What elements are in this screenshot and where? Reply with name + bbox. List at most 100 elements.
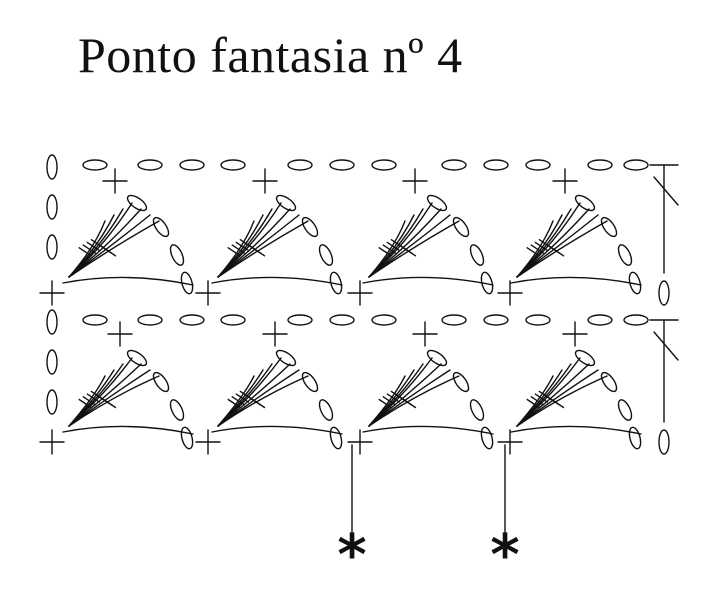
single-crochet-stitch	[402, 168, 428, 194]
single-crochet-stitch	[252, 168, 278, 194]
chain-stitch	[179, 159, 205, 171]
double-crochet-stitch	[68, 375, 160, 427]
chain-stitch	[46, 349, 58, 375]
fan-base-arc	[510, 425, 642, 435]
chain-stitch	[82, 159, 108, 171]
double-crochet-stitch	[217, 220, 309, 278]
fan-base-arc	[211, 425, 343, 435]
double-crochet-stitch	[516, 375, 608, 427]
double-crochet-stitch	[217, 220, 255, 278]
fan-base-arc	[362, 425, 494, 435]
chain-stitch	[658, 429, 670, 455]
chain-stitch	[426, 349, 448, 367]
stitch-crossbar	[102, 398, 117, 409]
chain-stitch	[452, 371, 470, 393]
stitch-crossbar	[251, 398, 266, 409]
chain-stitch	[480, 271, 494, 295]
chain-stitch	[137, 314, 163, 326]
chain-stitch	[126, 349, 148, 367]
chain-stitch	[301, 216, 319, 238]
chain-stitch	[180, 426, 194, 450]
chain-stitch	[525, 314, 551, 326]
single-crochet-stitch	[195, 280, 221, 306]
chain-stitch	[46, 389, 58, 415]
chain-stitch	[169, 399, 185, 421]
double-crochet-stitch	[217, 363, 291, 427]
chain-stitch	[628, 271, 642, 295]
chain-stitch	[587, 159, 613, 171]
double-crochet-stitch	[368, 220, 460, 278]
chain-stitch	[600, 371, 618, 393]
double-crochet-stitch	[368, 363, 442, 427]
chain-stitch	[452, 216, 470, 238]
chain-stitch	[275, 349, 297, 367]
chain-stitch	[152, 216, 170, 238]
single-crochet-stitch	[107, 321, 133, 347]
chain-stitch	[152, 371, 170, 393]
chain-stitch	[371, 159, 397, 171]
chain-stitch	[329, 426, 343, 450]
fan-base-arc	[62, 276, 194, 286]
chain-stitch	[179, 314, 205, 326]
chain-stitch	[329, 159, 355, 171]
single-crochet-stitch	[39, 429, 65, 455]
repeat-marker-left: *	[337, 523, 366, 588]
fan-base-arc	[362, 276, 494, 286]
double-crochet-stitch	[368, 375, 460, 427]
chain-stitch	[469, 244, 485, 266]
chain-stitch	[525, 159, 551, 171]
chain-stitch	[483, 314, 509, 326]
double-crochet-stitch	[368, 220, 406, 278]
chain-stitch	[587, 314, 613, 326]
stitch-crossbar	[235, 393, 250, 403]
chain-stitch	[180, 271, 194, 295]
fan-base-arc	[211, 276, 343, 286]
single-crochet-stitch	[552, 168, 578, 194]
chain-stitch	[287, 159, 313, 171]
chain-stitch	[46, 194, 58, 220]
chain-stitch	[469, 399, 485, 421]
fan-base-arc	[510, 276, 642, 286]
stitch-crossbar	[402, 247, 417, 257]
double-crochet-stitch	[68, 220, 160, 278]
chain-stitch	[426, 194, 448, 212]
double-crochet-stitch	[217, 375, 309, 427]
chain-stitch	[617, 399, 633, 421]
chain-stitch	[220, 314, 246, 326]
single-crochet-stitch	[102, 168, 128, 194]
chain-stitch	[574, 194, 596, 212]
chain-stitch	[126, 194, 148, 212]
chain-stitch	[220, 159, 246, 171]
stitch-crossbar	[102, 247, 117, 257]
chain-stitch	[371, 314, 397, 326]
double-crochet-stitch	[68, 220, 106, 278]
single-crochet-stitch	[39, 280, 65, 306]
turning-crossbar	[653, 176, 679, 206]
chain-stitch	[600, 216, 618, 238]
chain-stitch	[441, 314, 467, 326]
single-crochet-stitch	[262, 321, 288, 347]
fan-base-arc	[62, 425, 194, 435]
chain-stitch	[623, 159, 649, 171]
stitch-crossbar	[86, 393, 101, 403]
chain-stitch	[301, 371, 319, 393]
chain-stitch	[623, 314, 649, 326]
chain-stitch	[46, 309, 58, 335]
single-crochet-stitch	[195, 429, 221, 455]
chain-stitch	[318, 244, 334, 266]
chain-stitch	[275, 194, 297, 212]
chain-stitch	[287, 314, 313, 326]
chain-stitch	[617, 244, 633, 266]
chain-stitch	[480, 426, 494, 450]
chain-stitch	[46, 154, 58, 180]
double-crochet-stitch	[516, 363, 590, 427]
turning-crossbar	[653, 331, 679, 361]
stitch-crossbar	[534, 393, 548, 403]
stitch-crossbar	[251, 247, 266, 257]
chart-title: Ponto fantasia nº 4	[78, 27, 463, 83]
stitch-crossbar	[402, 398, 417, 409]
chain-stitch	[137, 159, 163, 171]
stitch-crossbar	[550, 398, 565, 409]
stitch-crossbar	[386, 393, 400, 403]
